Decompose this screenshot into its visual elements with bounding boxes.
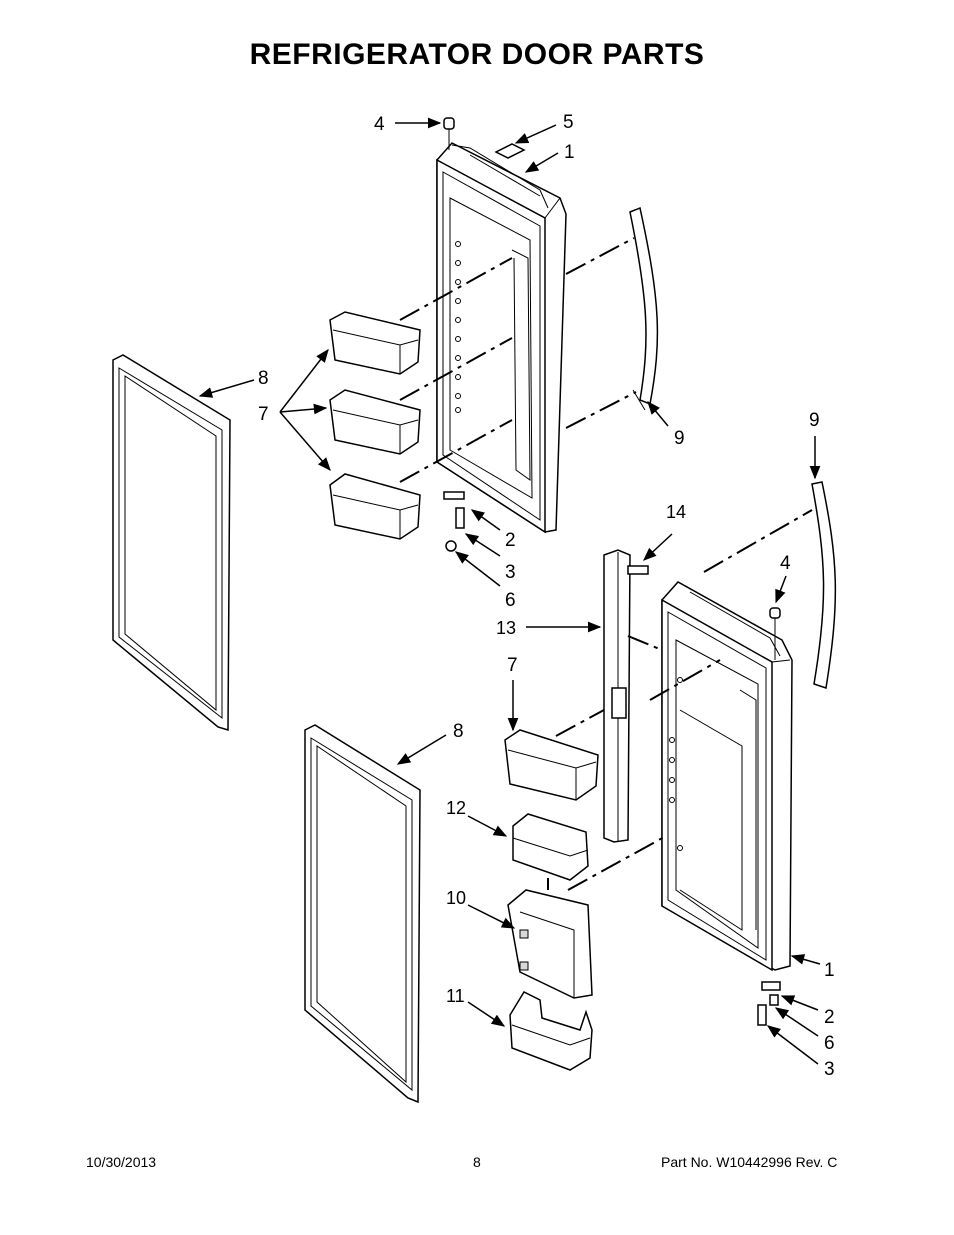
dispenser-housing-icon: [507, 889, 593, 999]
door-bin-3: [329, 473, 421, 540]
callout-arrows: [198, 117, 821, 1065]
callout-1: 1: [564, 142, 575, 163]
door-bin-1: [329, 311, 421, 375]
callout-8: 8: [453, 721, 464, 742]
callout-7: 7: [507, 655, 518, 676]
callout-6: 6: [505, 590, 516, 611]
ice-bucket-icon: [509, 991, 593, 1071]
callout-4: 4: [374, 114, 385, 135]
assembly-lines: [399, 237, 813, 891]
door-gasket-upper: [112, 354, 231, 732]
footer-page-number: 8: [473, 1154, 481, 1170]
callout-8: 8: [258, 368, 269, 389]
callout-3: 3: [505, 562, 516, 583]
callout-3: 3: [824, 1059, 835, 1080]
lower-door: [661, 581, 793, 972]
door-handle-lower: [811, 481, 837, 689]
callout-2: 2: [824, 1007, 835, 1028]
callout-4: 4: [780, 553, 791, 574]
door-gasket-lower: [304, 724, 421, 1104]
upper-door: [436, 142, 567, 534]
callout-12: 12: [446, 798, 466, 818]
screw-icon: [443, 491, 465, 552]
callout-7: 7: [258, 404, 269, 425]
callout-6: 6: [824, 1033, 835, 1054]
callout-14: 14: [666, 502, 686, 522]
callout-5: 5: [563, 112, 574, 133]
callout-9: 9: [674, 428, 685, 449]
callout-11: 11: [446, 986, 465, 1006]
door-bin-2: [329, 389, 421, 455]
footer-date: 10/30/2013: [86, 1154, 157, 1170]
callout-labels: 4 5 1 8 7 9 2 3 6 9 14 4 13 7 8 12 10 11…: [258, 112, 835, 1080]
footer-part-number: Part No. W10442996 Rev. C: [661, 1154, 838, 1170]
hinge-pin-lower-icon: [769, 607, 781, 660]
page-title: REFRIGERATOR DOOR PARTS: [249, 38, 705, 71]
ice-cover-icon: [512, 813, 589, 881]
callout-2: 2: [505, 530, 516, 551]
screw-lower-icon: [757, 981, 781, 1026]
door-bin-lower: [504, 729, 599, 801]
callout-9: 9: [809, 410, 820, 431]
hinge-cap-icon: [494, 143, 526, 159]
callout-1: 1: [824, 960, 835, 981]
center-mullion: [603, 549, 631, 843]
mullion-screw-icon: [627, 565, 649, 575]
shelf-dimples: [455, 241, 461, 413]
callout-10: 10: [446, 888, 466, 908]
hinge-pin-icon: [443, 117, 455, 150]
callout-13: 13: [496, 618, 516, 638]
